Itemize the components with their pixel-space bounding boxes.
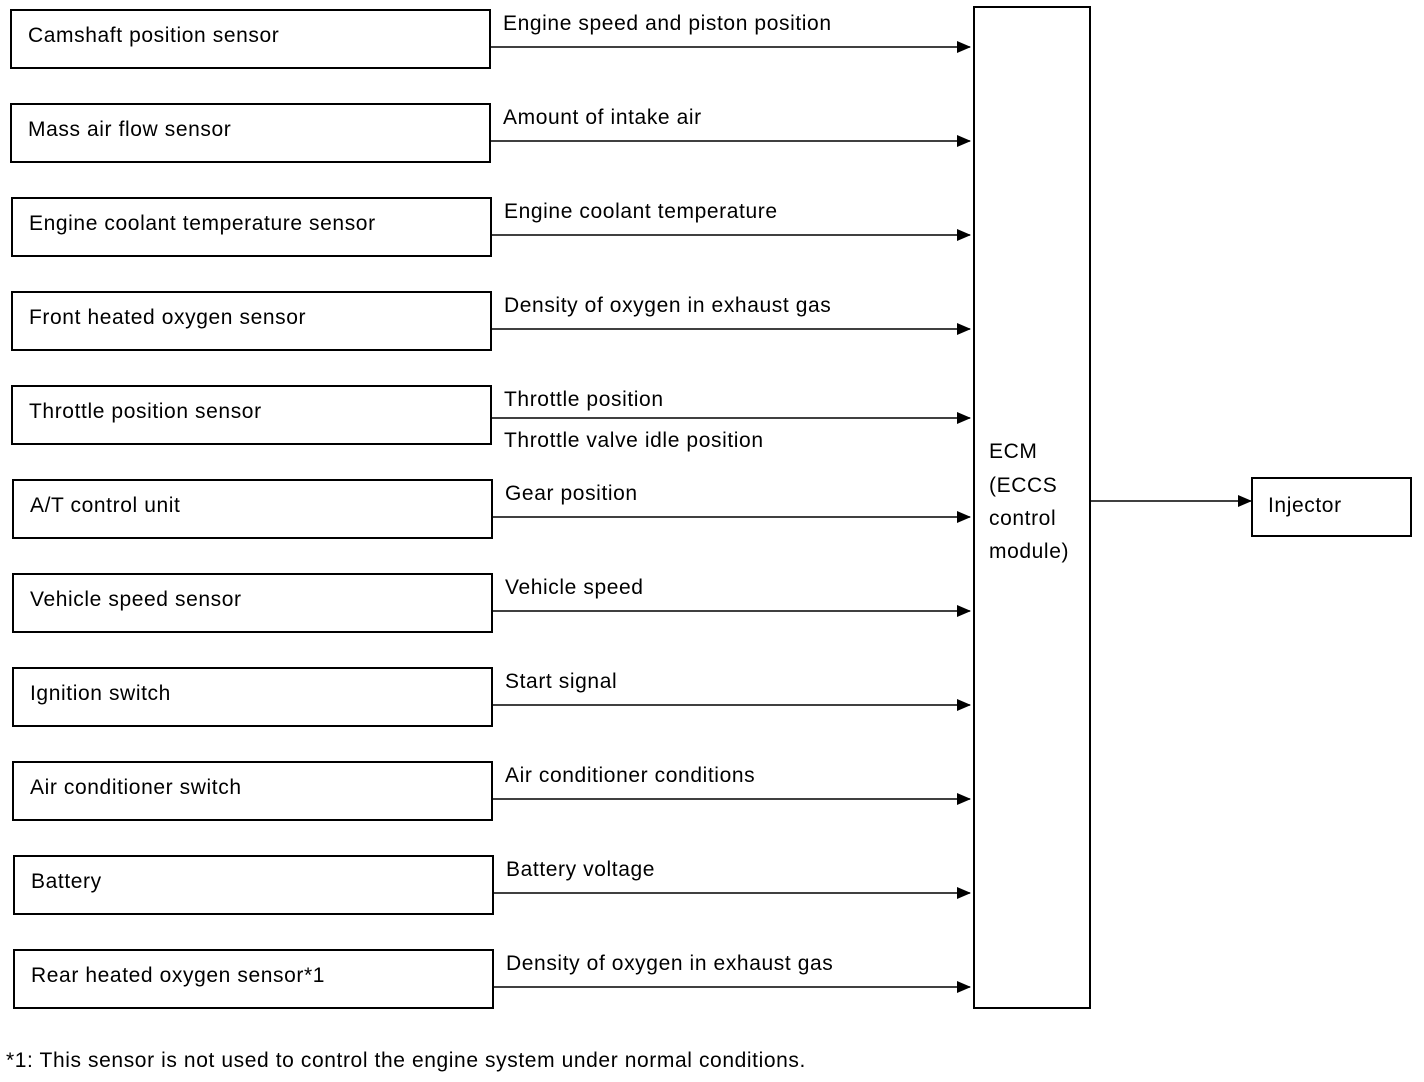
input-row: Air conditioner switch bbox=[12, 761, 493, 821]
input-box bbox=[10, 9, 491, 69]
input-box bbox=[11, 385, 492, 445]
input-box bbox=[11, 291, 492, 351]
input-row: Vehicle speed sensor bbox=[12, 573, 493, 633]
ecm-box bbox=[973, 6, 1091, 1009]
input-box bbox=[11, 197, 492, 257]
input-row: Rear heated oxygen sensor*1 bbox=[13, 949, 494, 1009]
input-box-label: A/T control unit bbox=[30, 494, 180, 517]
input-row: Ignition switch bbox=[12, 667, 493, 727]
input-box-label: Ignition switch bbox=[30, 682, 171, 705]
ecm-block: ECM (ECCS control module) bbox=[973, 6, 1091, 1009]
input-box-label: Air conditioner switch bbox=[30, 776, 242, 799]
ecm-label-line-2: (ECCS bbox=[989, 474, 1057, 497]
input-box bbox=[13, 855, 494, 915]
input-box-label: Engine coolant temperature sensor bbox=[29, 212, 376, 235]
signal-label: Engine speed and piston position bbox=[503, 12, 832, 35]
input-box-label: Vehicle speed sensor bbox=[30, 588, 242, 611]
ecm-label-line-3: control bbox=[989, 507, 1056, 530]
input-box bbox=[13, 949, 494, 1009]
signal-label: Throttle position bbox=[504, 388, 664, 411]
input-row: Mass air flow sensor bbox=[10, 103, 491, 163]
input-box-label: Throttle position sensor bbox=[29, 400, 262, 423]
input-row: Camshaft position sensor bbox=[10, 9, 491, 69]
signal-label: Density of oxygen in exhaust gas bbox=[504, 294, 831, 317]
signal-label: Throttle valve idle position bbox=[504, 429, 764, 452]
input-row: Engine coolant temperature sensor bbox=[11, 197, 492, 257]
signal-label: Air conditioner conditions bbox=[505, 764, 755, 787]
input-box bbox=[12, 479, 493, 539]
signal-label: Gear position bbox=[505, 482, 638, 505]
signal-label: Density of oxygen in exhaust gas bbox=[506, 952, 833, 975]
ecm-label-line-1: ECM bbox=[989, 440, 1037, 463]
injector-label: Injector bbox=[1268, 494, 1342, 517]
input-box-label: Front heated oxygen sensor bbox=[29, 306, 306, 329]
input-row: Battery bbox=[13, 855, 494, 915]
signal-label: Battery voltage bbox=[506, 858, 655, 881]
ecm-label-line-4: module) bbox=[989, 540, 1069, 563]
input-row: Throttle position sensor bbox=[11, 385, 492, 445]
input-row: Front heated oxygen sensor bbox=[11, 291, 492, 351]
input-box-label: Mass air flow sensor bbox=[28, 118, 231, 141]
signal-label: Start signal bbox=[505, 670, 617, 693]
injector-block: Injector bbox=[1251, 477, 1412, 537]
input-box bbox=[12, 573, 493, 633]
signal-label: Amount of intake air bbox=[503, 106, 702, 129]
input-row: A/T control unit bbox=[12, 479, 493, 539]
signal-label: Vehicle speed bbox=[505, 576, 644, 599]
input-box-label: Battery bbox=[31, 870, 102, 893]
input-box bbox=[12, 667, 493, 727]
input-box bbox=[10, 103, 491, 163]
injector-box bbox=[1251, 477, 1412, 537]
footnote: *1: This sensor is not used to control t… bbox=[6, 1049, 806, 1072]
signal-label: Engine coolant temperature bbox=[504, 200, 778, 223]
input-box-label: Camshaft position sensor bbox=[28, 24, 279, 47]
input-box bbox=[12, 761, 493, 821]
input-box-label: Rear heated oxygen sensor*1 bbox=[31, 964, 325, 987]
